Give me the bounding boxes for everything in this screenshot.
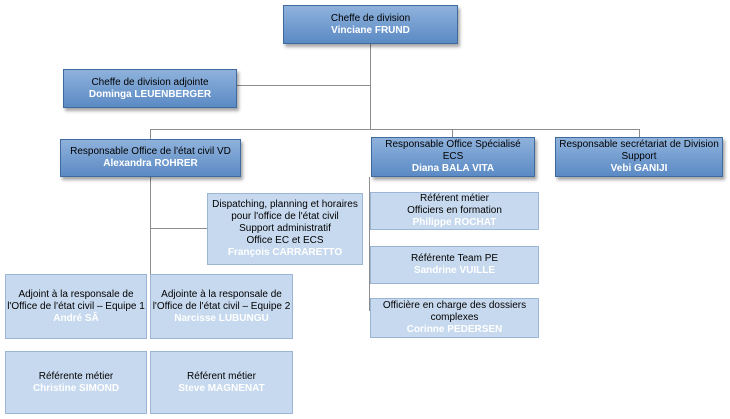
node-title: Officière en charge des dossiers <box>382 300 527 311</box>
node-responsable-office-ecs: Responsable Office Spécialisé ECS Diana … <box>371 137 535 177</box>
node-title: pour l'office de l'état civil <box>231 211 339 222</box>
node-person: Philippe ROCHAT <box>412 217 497 228</box>
node-person: Corinne PEDERSEN <box>406 324 503 335</box>
node-title: l'Office de l'état civil – Equipe 1 <box>7 300 145 312</box>
node-title: Référent métier <box>187 370 256 382</box>
connector <box>639 129 640 137</box>
connector <box>150 177 151 274</box>
node-person: Narcisse LUBUNGU <box>174 312 269 324</box>
node-person: Christine SIMOND <box>32 382 120 394</box>
node-person: Vinciane FRUND <box>331 24 410 36</box>
node-adjoint-equipe-1: Adjoint à la responsale de l'Office de l… <box>5 274 147 339</box>
node-dispatching: Dispatching, planning et horaires pour l… <box>207 193 363 265</box>
node-referente-vuille: Référente Team PE Sandrine VUILLE <box>370 246 539 284</box>
node-title: Responsable Office de l'état civil VD <box>70 146 231 157</box>
node-title: Cheffe de division adjointe <box>91 76 209 88</box>
node-title: Référente métier <box>38 370 114 382</box>
node-person: Diana BALA VITA <box>411 163 495 174</box>
node-title: Dispatching, planning et horaires <box>212 199 358 210</box>
node-person: Sandrine VUILLE <box>413 265 496 276</box>
node-responsable-secretariat: Responsable secrétariat de Division Supp… <box>555 137 723 177</box>
node-title: ECS <box>442 151 464 162</box>
node-person: Dominga LEUENBERGER <box>88 88 212 100</box>
node-person: Alexandra ROHRER <box>103 158 198 169</box>
node-cheffe-adjointe: Cheffe de division adjointe Dominga LEUE… <box>63 69 237 108</box>
node-title: Support administratif <box>239 223 331 234</box>
connector <box>150 228 207 229</box>
connector <box>369 177 370 311</box>
connector <box>150 129 640 130</box>
node-title: complexes <box>430 312 479 323</box>
connector <box>370 39 371 129</box>
node-title: Adjointe à la responsale de <box>161 288 282 300</box>
node-adjointe-equipe-2: Adjointe à la responsale de l'Office de … <box>150 274 293 339</box>
node-responsable-office-vd: Responsable Office de l'état civil VD Al… <box>60 139 241 177</box>
node-person: Vebi GANIJI <box>610 163 668 174</box>
node-referent-rochat: Référent métier Officiers en formation P… <box>370 192 539 230</box>
node-referente-simond: Référente métier Christine SIMOND <box>5 351 147 414</box>
node-title: Cheffe de division <box>330 12 411 24</box>
node-person: François CARRARETTO <box>227 247 343 258</box>
node-title: Office EC et ECS <box>246 235 324 246</box>
node-title: Référent métier <box>420 193 489 204</box>
node-title: Support <box>621 151 657 162</box>
node-title: l'Office de l'état civil – Equipe 2 <box>152 300 291 312</box>
node-person: Steve MAGNENAT <box>178 382 265 394</box>
node-title: Responsable Office Spécialisé <box>385 139 521 150</box>
connector <box>452 129 453 137</box>
node-title: Adjoint à la responsale de <box>18 288 134 300</box>
connector <box>150 129 151 139</box>
node-title: Officiers en formation <box>407 205 502 216</box>
node-cheffe-de-division: Cheffe de division Vinciane FRUND <box>283 5 458 44</box>
node-person: André SÂ <box>53 312 99 324</box>
connector <box>237 85 370 86</box>
node-officiere-pedersen: Officière en charge des dossiers complex… <box>370 298 539 338</box>
node-referent-magnenat: Référent métier Steve MAGNENAT <box>150 351 293 414</box>
node-title: Référente Team PE <box>410 253 499 264</box>
node-title: Responsable secrétariat de Division <box>559 139 719 150</box>
